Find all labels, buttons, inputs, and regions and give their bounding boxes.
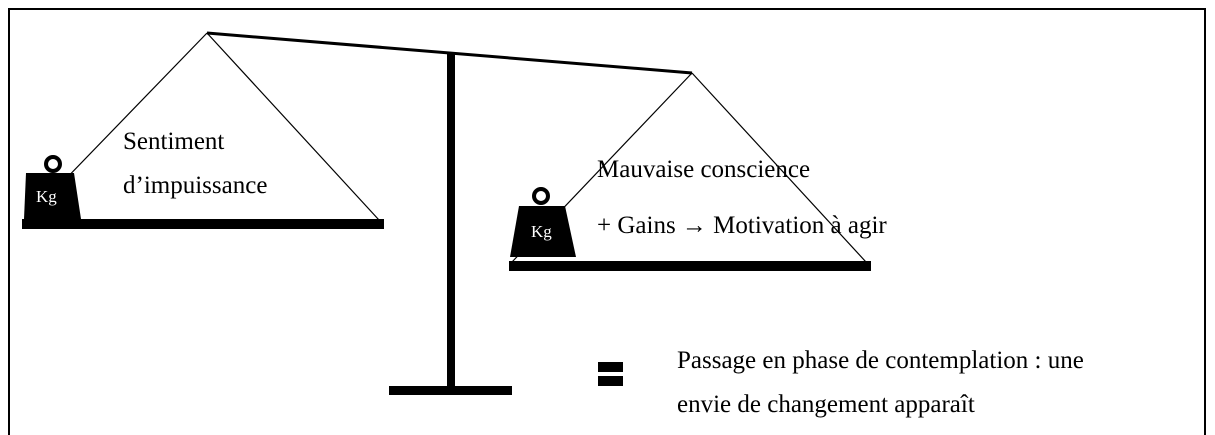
scale-post: [447, 54, 455, 392]
scale-beam: [206, 31, 693, 75]
right-weight-icon: Kg: [510, 187, 576, 257]
right-pan-string-right: [691, 72, 867, 263]
result-text-line-2: envie de changement apparaît: [677, 391, 975, 418]
left-pan: [22, 219, 384, 229]
right-pan-text-line-1: Mauvaise conscience: [597, 156, 810, 183]
left-weight-icon: Kg: [24, 155, 81, 219]
left-pan-text-line-1: Sentiment: [123, 128, 224, 155]
left-weight-label: Kg: [36, 187, 57, 206]
right-weight-label: Kg: [531, 222, 552, 241]
result-text-line-1: Passage en phase de contemplation : une: [677, 347, 1084, 374]
left-pan-text-line-2: d’impuissance: [123, 172, 267, 199]
right-pan-text-line-2: + Gains → Motivation à agir: [597, 212, 887, 239]
frame-border: [8, 8, 1206, 435]
left-pan-string-right: [206, 32, 380, 221]
scale-base: [389, 386, 512, 395]
equals-icon: [598, 362, 623, 386]
right-pan: [509, 261, 871, 271]
